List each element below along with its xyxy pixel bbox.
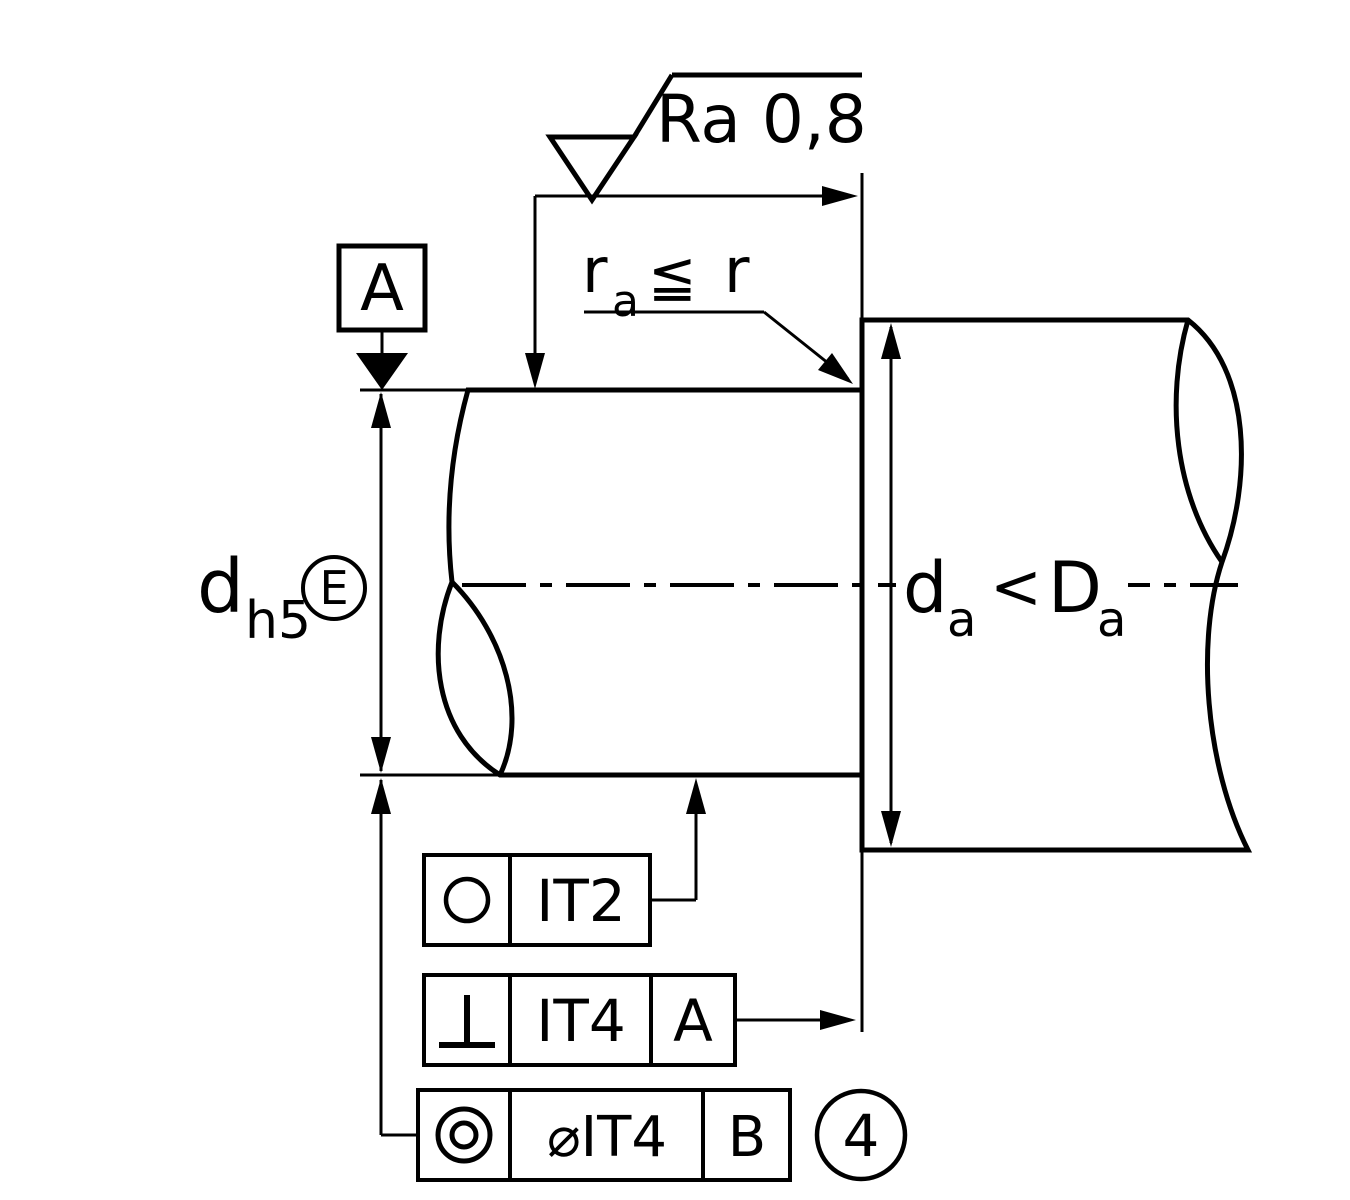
balloon-circle-icon	[814, 1088, 908, 1182]
roundness-icon	[443, 876, 491, 924]
diameter-dimension: d h5 E	[197, 392, 391, 773]
arrow-up-icon	[371, 778, 391, 814]
fillet-r1: r	[582, 234, 608, 307]
fillet-op: ≦	[648, 242, 697, 310]
abutment-D: D	[1048, 547, 1102, 629]
fillet-sub1: a	[612, 276, 639, 327]
arrow-up-icon	[371, 392, 391, 428]
break-loop-right	[1173, 319, 1225, 564]
concentricity-frame: ⌀IT4 B	[416, 1088, 792, 1182]
abutment-op: <	[990, 550, 1042, 623]
arrow-down-icon	[881, 811, 901, 847]
arrow-right-icon	[822, 186, 858, 206]
datum-triangle-icon	[356, 353, 408, 390]
arrow-right-icon	[820, 1010, 856, 1030]
shaft-small-section	[435, 387, 865, 778]
roundness-frame: IT2	[422, 778, 706, 947]
label-backing	[896, 542, 1128, 632]
perpendicularity-icon	[439, 995, 495, 1048]
abutment-D-sub: a	[1097, 592, 1126, 648]
lower-reference-line	[371, 778, 420, 1137]
shaft-large-section	[859, 317, 1253, 853]
abutment-d-sub: a	[947, 592, 976, 648]
envelope-label: E	[319, 561, 348, 615]
perpendicularity-tolerance: IT4	[536, 987, 625, 1055]
surface-roughness-label: Ra 0,8	[656, 81, 867, 158]
abutment-d: d	[903, 547, 947, 629]
balloon-callout: 4	[814, 1088, 908, 1182]
break-loop-left	[450, 580, 515, 777]
surface-finish-icon	[545, 134, 639, 205]
arrow-diagonal-icon	[818, 353, 853, 384]
surface-roughness-callout: Ra 0,8	[525, 72, 867, 389]
concentricity-datum: B	[728, 1105, 766, 1170]
perpendicularity-datum: A	[673, 987, 713, 1055]
arrow-down-icon	[371, 737, 391, 773]
concentricity-icon	[435, 1106, 493, 1164]
datum-a-flag: A	[336, 243, 428, 390]
arrow-up-icon	[686, 778, 706, 814]
arrow-up-icon	[881, 323, 901, 359]
diameter-tolerance: h5	[245, 591, 311, 651]
roundness-tolerance: IT2	[536, 867, 625, 935]
envelope-circle-icon	[301, 555, 367, 621]
perpendicularity-frame: IT4 A	[422, 973, 856, 1067]
fillet-r2: r	[724, 234, 750, 307]
fillet-condition-callout: r a ≦ r	[582, 234, 853, 384]
balloon-number: 4	[843, 1102, 880, 1170]
arrow-down-icon	[525, 353, 545, 389]
datum-a-label: A	[360, 252, 404, 326]
concentricity-tolerance: ⌀IT4	[547, 1105, 667, 1170]
diameter-symbol: d	[197, 544, 244, 630]
abutment-dimension: d a < D a	[881, 323, 1128, 847]
